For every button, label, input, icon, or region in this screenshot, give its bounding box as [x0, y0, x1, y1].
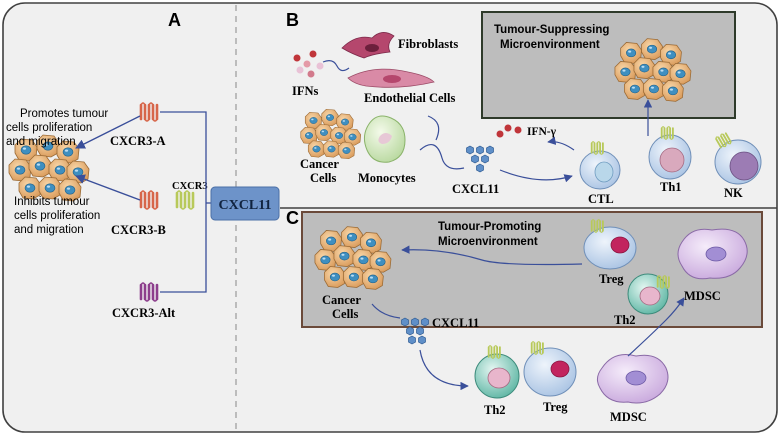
suppressing-line1: Tumour-Suppressing [494, 24, 609, 36]
treg-lower-label: Treg [543, 400, 568, 414]
panel-c-letter: C [286, 208, 299, 228]
inhibits-line3: and migration [14, 224, 84, 236]
label-cxcr3-top: CXCR3 [172, 181, 208, 192]
cxcl11-c-label: CXCL11 [432, 316, 479, 330]
fibroblasts-label: Fibroblasts [398, 37, 458, 51]
mdsc-lower-label: MDSC [610, 410, 647, 424]
inhibits-line2: cells proliferation [14, 210, 100, 222]
label-cxcr3-a: CXCR3-A [110, 134, 166, 148]
ifn-gamma-icon [496, 124, 522, 138]
cancer-c-line2: Cells [332, 307, 359, 321]
ctl-label: CTL [588, 192, 614, 206]
treg-upper-icon [583, 218, 637, 270]
th2-upper-label: Th2 [614, 313, 636, 327]
ifns-icon [293, 50, 324, 78]
treg-upper-label: Treg [599, 272, 624, 286]
th2-upper-icon [627, 273, 670, 315]
arrow-promotes [75, 115, 141, 149]
panel-a: Promotes tumour cells proliferation and … [6, 101, 214, 320]
mdsc-upper-icon [677, 228, 748, 280]
th2-lower-label: Th2 [484, 403, 506, 417]
endothelial-label: Endothelial Cells [364, 91, 455, 105]
ctl-cell-icon [579, 140, 621, 190]
monocyte-icon [363, 115, 406, 163]
cxcl11-b-label: CXCL11 [452, 182, 499, 196]
promotes-line2: cells proliferation [6, 122, 92, 134]
th1-cell-icon [648, 125, 692, 180]
ifn-gamma-label: IFN-γ [527, 126, 557, 138]
label-cxcr3-b: CXCR3-B [111, 223, 166, 237]
cancer-b-line2: Cells [310, 171, 337, 185]
monocytes-label: Monocytes [358, 171, 416, 185]
ifns-label: IFNs [292, 84, 319, 98]
suppressing-line2: Microenvironment [500, 39, 600, 51]
cancer-c-line1: Cancer [322, 293, 361, 307]
panel-b: IFNs Fibroblasts Endothelial Cells Cance… [292, 11, 762, 206]
mdsc-lower-icon [596, 354, 669, 404]
cancer-b-line1: Cancer [300, 157, 339, 171]
panel-c: Tumour-Promoting Microenvironment Cancer… [301, 211, 763, 424]
promoting-line2: Microenvironment [438, 236, 538, 248]
cxcl11-box [210, 186, 280, 221]
mdsc-upper-label: MDSC [684, 289, 721, 303]
bracket-line [160, 111, 207, 293]
promotes-line3: and migration [6, 136, 76, 148]
th2-lower-icon [474, 344, 520, 399]
cxcl11-center-label: CXCL11 [219, 198, 272, 213]
nk-cell-icon [714, 131, 762, 185]
promotes-line1: Promotes tumour [20, 108, 108, 120]
tumour-suppressing-box [481, 11, 736, 119]
inhibits-line1: Inhibits tumour [14, 196, 90, 208]
treg-lower-icon [523, 340, 577, 397]
arrow-inhibits [75, 174, 141, 201]
panel-a-letter: A [168, 10, 181, 30]
nk-label: NK [724, 186, 743, 200]
label-cxcr3-alt: CXCR3-Alt [112, 306, 176, 320]
th1-label: Th1 [660, 180, 682, 194]
panel-b-letter: B [286, 10, 299, 30]
promoting-line1: Tumour-Promoting [438, 221, 541, 233]
